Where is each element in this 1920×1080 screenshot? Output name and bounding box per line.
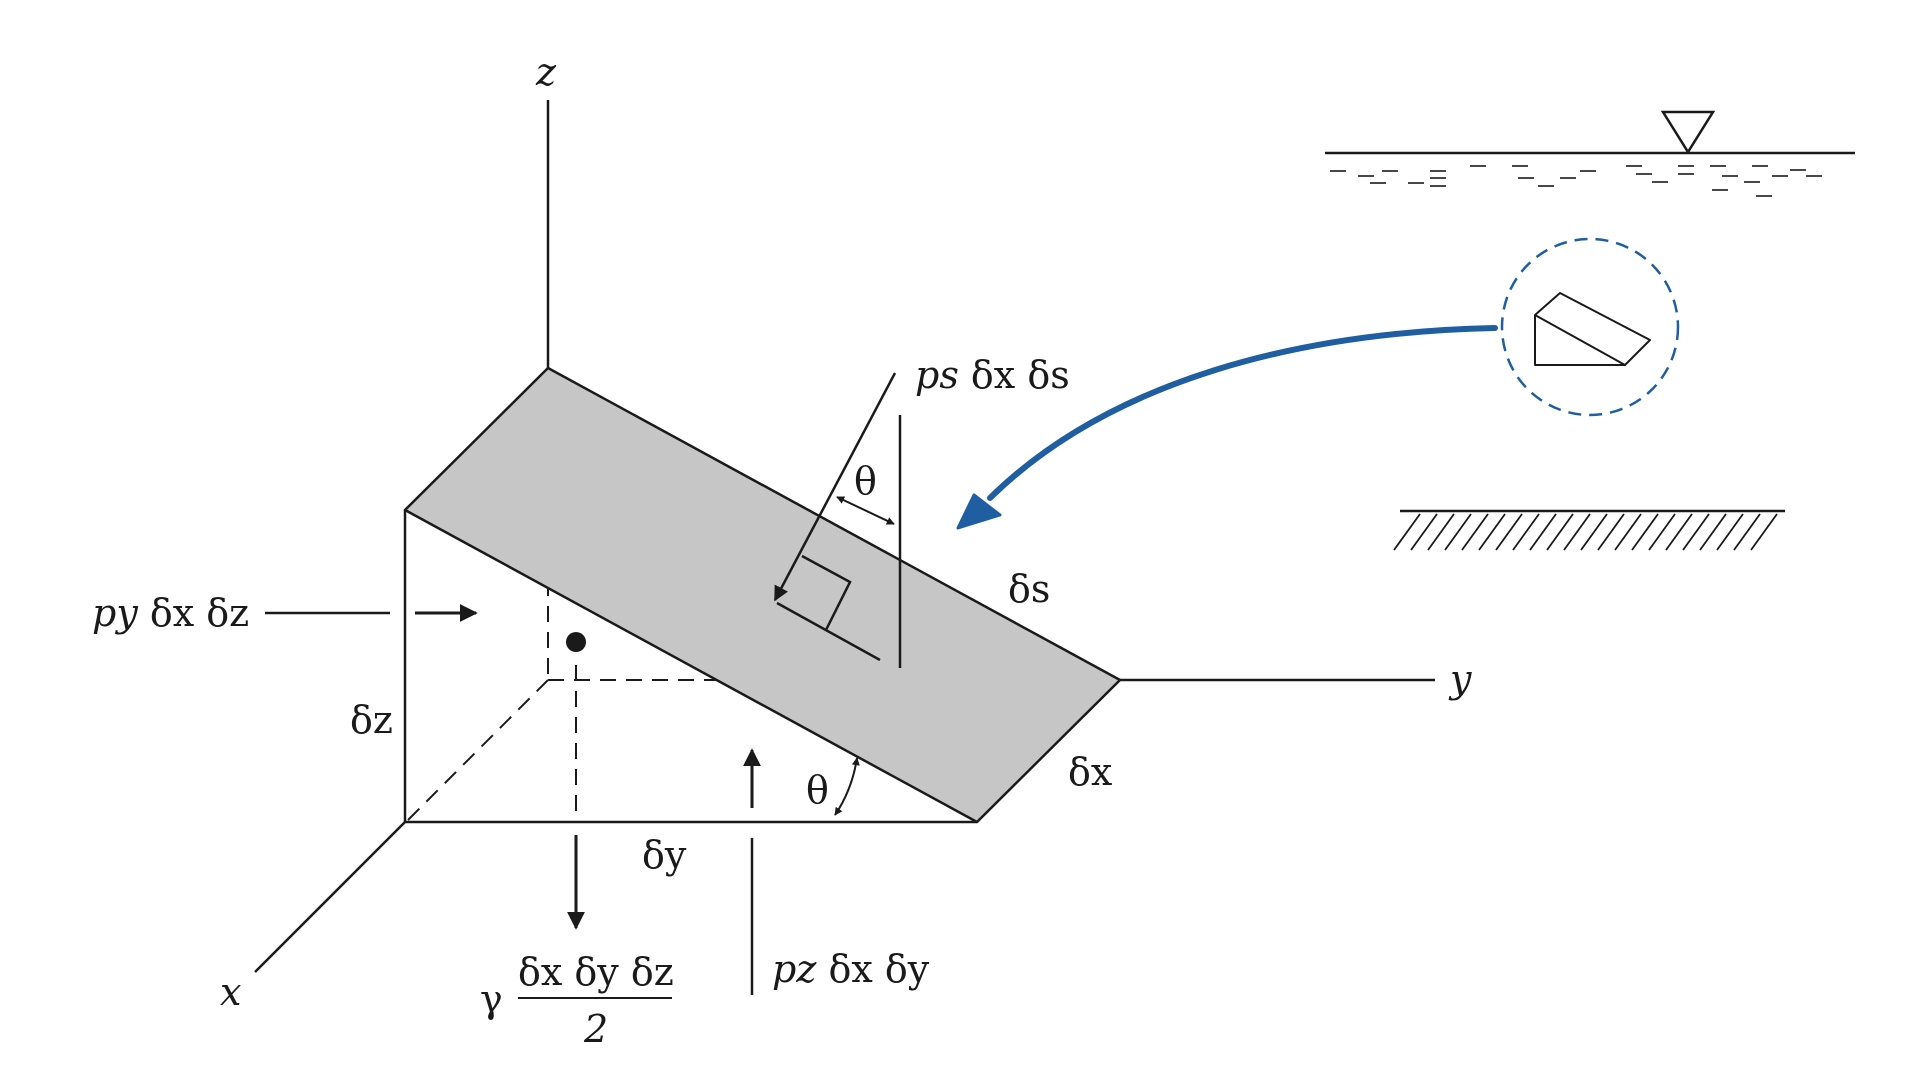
- hatch-mark: [1614, 513, 1642, 551]
- weight-numerator: δx δy δz: [518, 950, 674, 994]
- right-angle-marker: [801, 554, 852, 631]
- callout-circle: [1500, 237, 1680, 417]
- hatch-mark: [1478, 513, 1506, 551]
- x-axis-hidden: [407, 679, 549, 821]
- hatch-mark: [1529, 513, 1557, 551]
- callout-arrow: [987, 325, 1498, 501]
- hatch-mark: [1665, 513, 1693, 551]
- py-label: py δx δz: [92, 591, 249, 635]
- theta-bottom-arc: [834, 757, 860, 816]
- hatch-mark: [1733, 513, 1761, 551]
- hatch-mark: [1750, 513, 1778, 551]
- hatch-mark: [1716, 513, 1744, 551]
- x-axis-label: x: [220, 970, 241, 1014]
- hatch-mark: [1648, 513, 1676, 551]
- y-axis-label: y: [1448, 657, 1472, 701]
- ds-label: δs: [1008, 567, 1050, 611]
- hatch-mark: [1444, 513, 1472, 551]
- hatch-mark: [1461, 513, 1489, 551]
- hatch-mark: [1427, 513, 1455, 551]
- weight-denominator: 2: [583, 1007, 608, 1051]
- hatch-mark: [1699, 513, 1727, 551]
- callout-wedge-icon: [1534, 292, 1651, 366]
- hatch-mark: [1546, 513, 1574, 551]
- theta-bottom-label: θ: [806, 768, 829, 812]
- dz-label: δz: [350, 698, 393, 742]
- centroid-dot: [566, 632, 586, 652]
- ps-force-line: [773, 372, 897, 602]
- water-level-icon: [1660, 110, 1716, 155]
- hatch-mark: [1682, 513, 1710, 551]
- hatch-mark: [1580, 513, 1608, 551]
- hatch-mark: [1410, 513, 1438, 551]
- hatch-mark: [1597, 513, 1625, 551]
- ground-hatch: [1393, 513, 1778, 551]
- callout-arrowhead: [956, 493, 1002, 530]
- dy-label: δy: [642, 833, 687, 877]
- hatch-mark: [1563, 513, 1591, 551]
- dx-label: δx: [1068, 750, 1112, 794]
- hatch-mark: [1512, 513, 1540, 551]
- ps-surface-line: [776, 601, 881, 662]
- theta-top-label: θ: [854, 459, 877, 503]
- theta-top-arrow: [836, 496, 895, 525]
- hatch-mark: [1393, 513, 1421, 551]
- z-axis-label: z: [535, 50, 557, 94]
- x-axis: [254, 821, 406, 973]
- weight-gamma: γ: [480, 977, 503, 1021]
- hatch-mark: [1631, 513, 1659, 551]
- hatch-mark: [1495, 513, 1523, 551]
- water-ripple-marks: [1330, 165, 1822, 197]
- pz-label: pz δx δy: [772, 947, 930, 991]
- ps-label: ps δx δs: [915, 353, 1070, 397]
